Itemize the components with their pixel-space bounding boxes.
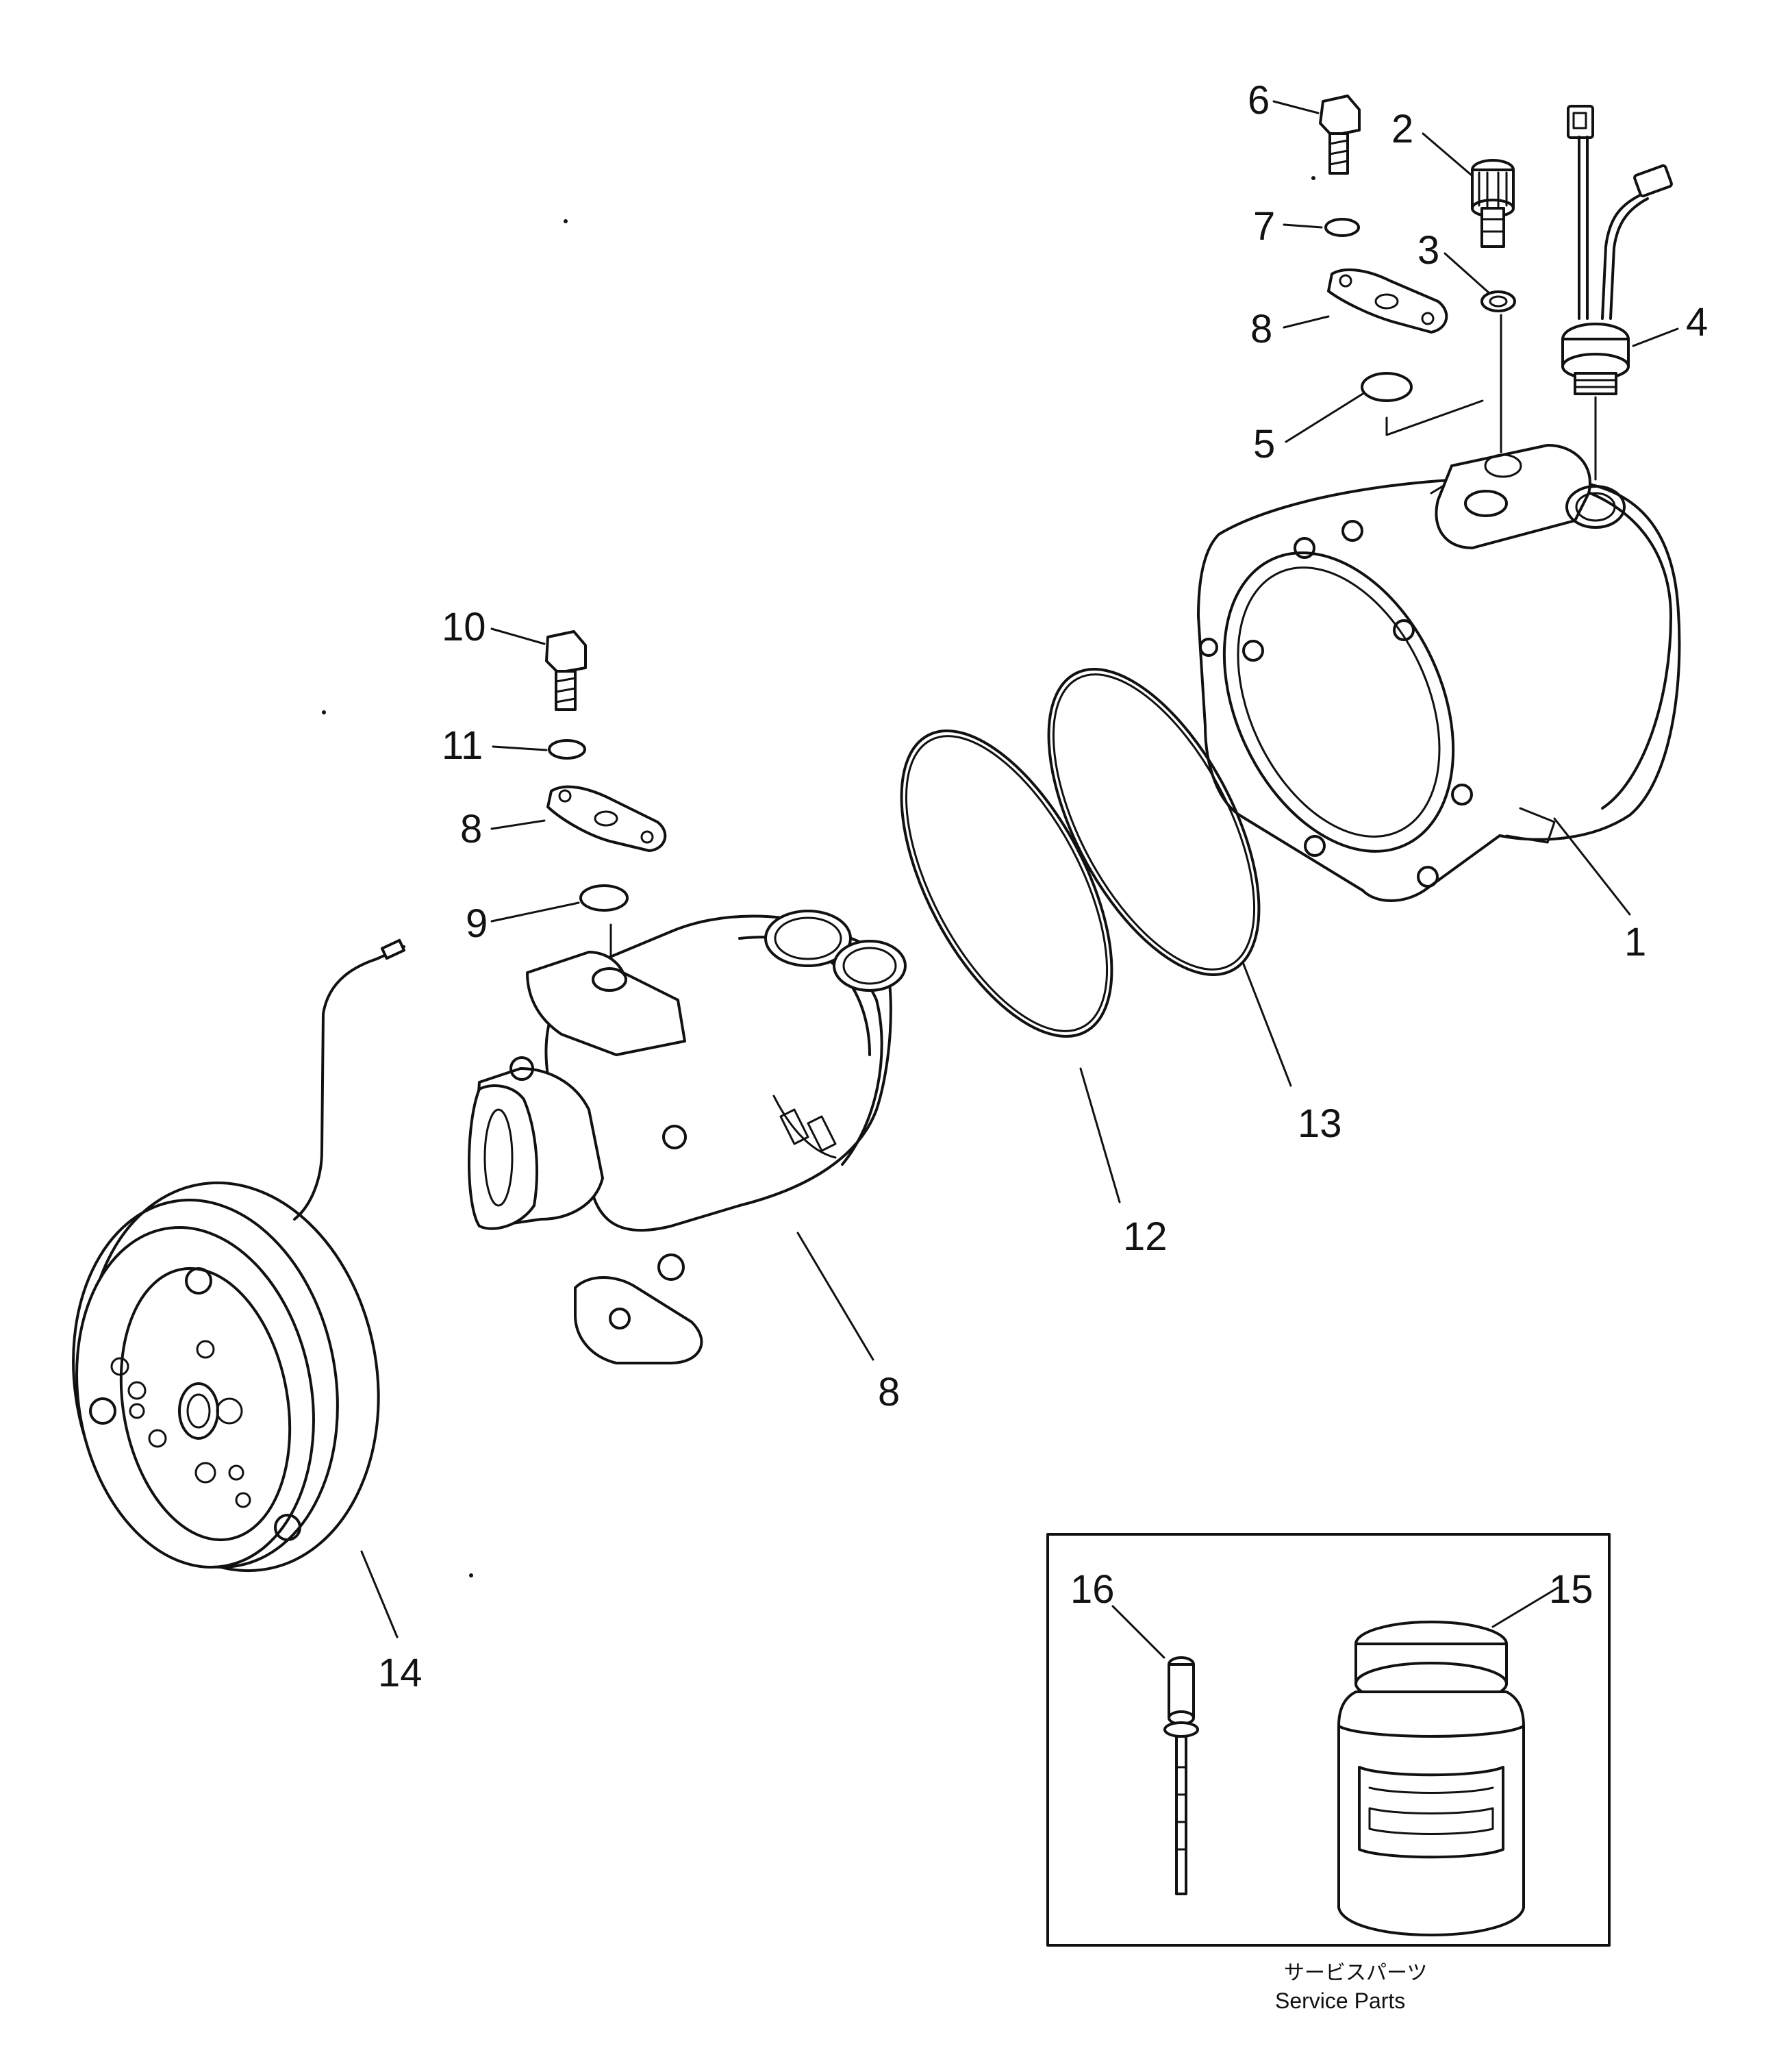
callout-7: 7 [1253, 204, 1275, 249]
callout-8-top: 8 [1250, 307, 1272, 351]
callout-8-mid: 8 [460, 807, 482, 851]
lock-washer-part-11 [548, 739, 586, 760]
fitting-part-2 [1471, 159, 1515, 248]
callout-1: 1 [1624, 920, 1646, 964]
washer-part-3 [1480, 290, 1516, 312]
service-parts-box [1046, 1533, 1611, 1947]
callout-3: 3 [1417, 228, 1439, 273]
oil-bottle-part-15 [1337, 1621, 1525, 1936]
tool-part-16 [1163, 1656, 1199, 1895]
callout-5: 5 [1253, 422, 1275, 466]
callout-8-body: 8 [878, 1370, 900, 1414]
callout-12: 12 [1123, 1214, 1168, 1259]
o-ring-part-13 [1047, 668, 1261, 976]
service-parts-caption-en: Service Parts [1275, 1988, 1405, 2013]
callout-15: 15 [1549, 1567, 1593, 1612]
callout-11: 11 [442, 723, 483, 768]
lock-washer-part-7 [1324, 218, 1360, 237]
gasket-plate-part-8-top [1327, 269, 1448, 334]
callout-14: 14 [378, 1651, 423, 1695]
bolt-part-10 [545, 630, 587, 711]
o-ring-part-5 [1361, 372, 1413, 402]
service-parts-caption-jp: サービスパーツ [1284, 1961, 1427, 1985]
callout-2: 2 [1391, 107, 1413, 151]
o-ring-part-12 [900, 729, 1113, 1038]
callout-4: 4 [1686, 300, 1708, 345]
callout-6: 6 [1248, 78, 1270, 123]
clutch-pulley-part-14 [72, 938, 406, 1573]
compressor-core-part-8 [468, 910, 907, 1364]
callout-labels: 1 2 3 4 5 6 7 8 8 8 9 10 11 12 13 14 15 … [378, 78, 1708, 1695]
bolt-part-6 [1319, 95, 1361, 175]
sensor-part-4 [1561, 105, 1673, 481]
leader-lines [360, 100, 1679, 1659]
o-ring-part-9 [579, 884, 629, 912]
callout-10: 10 [442, 605, 486, 649]
callout-16: 16 [1070, 1567, 1115, 1612]
compressor-housing [1197, 444, 1681, 902]
gasket-hole-icon [1339, 274, 1352, 288]
callout-13: 13 [1298, 1101, 1342, 1146]
gasket-plate-part-8-mid [546, 785, 667, 852]
callout-9: 9 [466, 901, 488, 946]
